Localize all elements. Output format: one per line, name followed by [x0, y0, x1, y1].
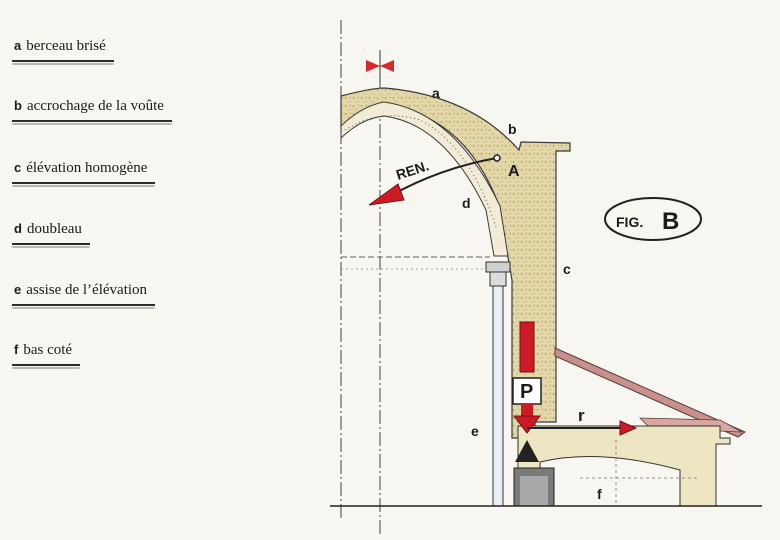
figure-badge: [604, 197, 702, 241]
weight-shaft: [521, 404, 533, 416]
underline: [12, 243, 90, 245]
label-c: c: [563, 261, 571, 277]
doubleau-arch: [340, 101, 509, 257]
point-a-marker: [493, 154, 501, 162]
label-r: r: [578, 406, 585, 425]
underline: [12, 304, 156, 306]
weight-label: P: [520, 381, 533, 403]
label-e: e: [471, 423, 479, 439]
underline: [12, 120, 172, 122]
side-aisle: [517, 425, 731, 507]
voussoir-joints: [344, 115, 498, 231]
symmetry-mark-left: [366, 60, 380, 72]
weight-bar: [519, 321, 535, 373]
underline: [12, 182, 156, 184]
aisle-roof: [554, 347, 747, 438]
label-f: f: [597, 486, 602, 502]
underline: [12, 364, 81, 366]
support-triangle: [515, 440, 539, 462]
figure-label: FIG.: [616, 214, 643, 230]
thrust-arrowhead: [368, 183, 405, 206]
column-shaft: [492, 285, 504, 507]
weight-label-box: [512, 377, 542, 405]
underline: [12, 60, 114, 62]
label-b: b: [508, 121, 517, 137]
label-a: a: [432, 85, 440, 101]
capital: [485, 261, 511, 273]
figure-letter: B: [662, 208, 679, 235]
base-block-inner: [520, 476, 548, 506]
weight-arrowhead: [512, 415, 542, 434]
capital-neck: [489, 271, 507, 287]
symmetry-mark-right: [380, 60, 394, 72]
label-d: d: [462, 195, 471, 211]
label-point-a: A: [508, 163, 520, 180]
reaction-arrowhead: [619, 420, 638, 436]
